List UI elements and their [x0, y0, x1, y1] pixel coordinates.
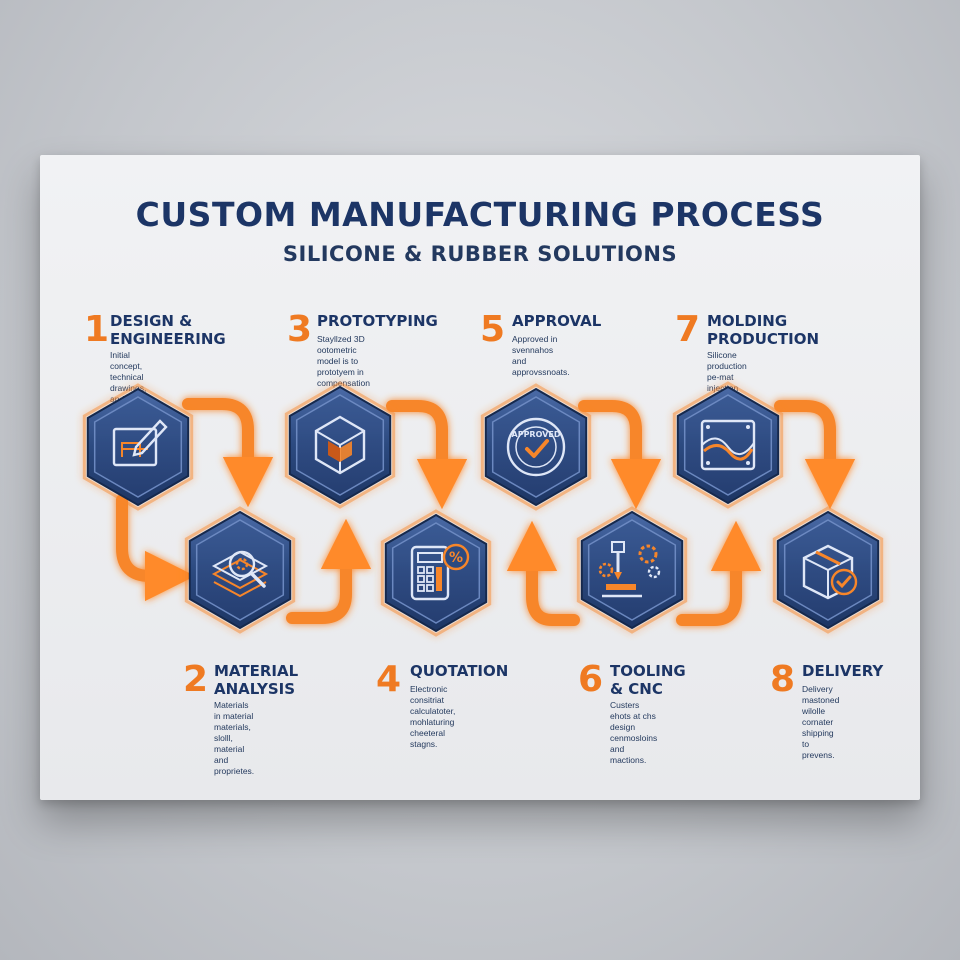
step-1-tile	[82, 383, 194, 511]
tile-glow	[772, 506, 884, 634]
step-4-description: Electronic consitriat calculatoter, mohl…	[410, 684, 456, 749]
step-8-number: 8	[770, 659, 796, 700]
tile-glow	[82, 383, 194, 511]
approved-stamp-text: APPROVED	[512, 430, 561, 439]
arrow-3-to-4	[386, 400, 468, 510]
tile-glow	[380, 509, 492, 637]
arrow-1-to-2	[182, 398, 274, 508]
step-2-number: 2	[183, 659, 209, 700]
step-6-title: TOOLING & CNC	[610, 662, 686, 698]
step-3-description: Stayllzed 3D ootometric model is to prot…	[317, 334, 370, 388]
arrow-1-down	[116, 494, 196, 602]
step-5-title: APPROVAL	[512, 312, 602, 330]
arrow-2-to-3	[286, 518, 372, 624]
step-3-title: PROTOTYPING	[317, 312, 438, 330]
step-8-description: Delivery mastoned wilolle cornater shipp…	[802, 684, 840, 760]
svg-text:%: %	[449, 550, 463, 566]
step-6-number: 6	[578, 659, 604, 700]
step-3-number: 3	[287, 309, 313, 350]
step-2-tile	[184, 506, 296, 634]
tile-glow	[284, 381, 396, 509]
step-4-tile: %	[380, 509, 492, 637]
step-6-description: Custers ehots at chs design cenmosloins …	[610, 700, 658, 765]
tile-glow	[480, 383, 592, 511]
3d-cube-icon	[314, 415, 366, 475]
arrow-6-to-7	[676, 520, 762, 626]
step-4-title: QUOTATION	[410, 662, 509, 680]
step-7-number: 7	[675, 309, 701, 350]
step-5-number: 5	[480, 309, 506, 350]
cnc-machine-gears-icon	[598, 541, 661, 598]
tile-inner-hexagon	[491, 396, 581, 498]
step-3-tile	[284, 381, 396, 509]
blueprint-pencil-icon	[112, 419, 168, 467]
step-4-number: 4	[376, 659, 402, 700]
step-8-title: DELIVERY	[802, 662, 884, 680]
mold-icon	[700, 419, 756, 471]
tile-glow	[672, 381, 784, 509]
step-5-description: Approved in svennahos and approvssnoats.	[512, 334, 570, 377]
calculator-percent-icon: %	[410, 543, 470, 601]
arrow-7-to-8	[774, 400, 856, 510]
tile-inner-hexagon	[195, 519, 285, 621]
step-1-number: 1	[84, 309, 110, 350]
step-2-description: Materials in material materials, slolll,…	[214, 700, 255, 776]
arrow-5-to-6	[506, 520, 580, 626]
approved-stamp-icon	[506, 417, 566, 477]
material-layers-magnifier-icon	[211, 550, 269, 598]
step-8-tile	[772, 506, 884, 634]
tile-glow	[184, 506, 296, 634]
step-5-tile: APPROVED	[480, 383, 592, 511]
step-7-tile	[672, 381, 784, 509]
poster-subtitle: SILICONE & RUBBER SOLUTIONS	[282, 242, 678, 266]
arrow-4-to-5	[578, 400, 662, 510]
package-check-icon	[802, 544, 858, 600]
connector-arrows	[116, 398, 856, 626]
step-6-tile	[576, 506, 688, 634]
poster-title: CUSTOM MANUFACTURING PROCESS	[135, 195, 825, 234]
tile-glow	[576, 506, 688, 634]
step-7-title: MOLDING PRODUCTION	[707, 312, 820, 348]
step-2-title: MATERIAL ANALYSIS	[214, 662, 299, 698]
step-1-title: DESIGN & ENGINEERING	[110, 312, 226, 348]
